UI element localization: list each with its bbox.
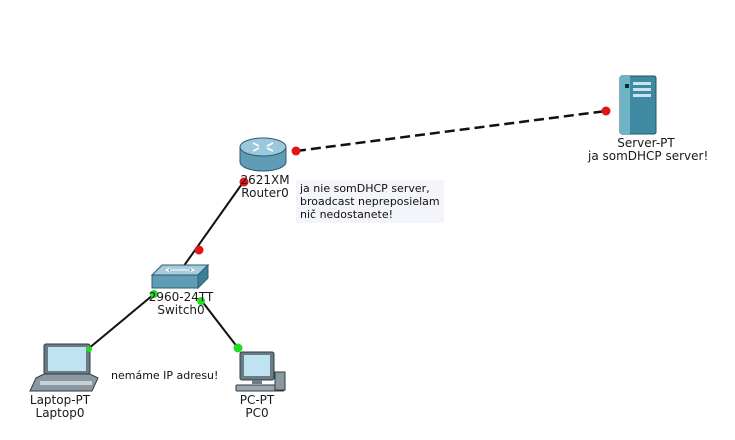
pc-icon[interactable]	[235, 351, 286, 392]
cable-router-switch[interactable]	[175, 180, 245, 278]
pc-name: PC0	[245, 406, 269, 420]
router-name: Router0	[241, 186, 289, 200]
link-status-switch-pc-b	[233, 343, 243, 353]
server-icon[interactable]	[619, 75, 657, 135]
link-status-router-switch-a	[239, 177, 249, 187]
router-model: 2621XM	[240, 173, 290, 187]
router-label: 2621XM Router0	[222, 174, 308, 200]
switch-icon[interactable]	[150, 263, 210, 290]
pc-label: PC-PT PC0	[222, 394, 292, 420]
router-icon[interactable]	[239, 137, 287, 172]
cable-router-server[interactable]	[295, 109, 607, 153]
switch-model: 2960-24TT	[148, 290, 214, 304]
clients-note[interactable]: nemáme IP adresu!	[111, 369, 219, 382]
server-model: Server-PT	[617, 136, 675, 150]
switch-name: Switch0	[157, 303, 205, 317]
laptop-model: Laptop-PT	[29, 393, 91, 407]
link-status-router-server-a	[291, 146, 301, 156]
link-status-router-server-b	[601, 106, 611, 116]
switch-label: 2960-24TT Switch0	[134, 291, 228, 317]
link-status-switch-pc-a	[197, 297, 205, 305]
link-status-switch-laptop-b	[86, 346, 92, 352]
cable-switch-laptop[interactable]	[87, 294, 154, 350]
router-note[interactable]: ja nie somDHCP server, broadcast neprepo…	[296, 180, 444, 223]
laptop-icon[interactable]	[29, 343, 99, 392]
server-name: ja somDHCP server!	[588, 149, 709, 163]
link-status-router-switch-b	[194, 245, 204, 255]
server-label: Server-PT ja somDHCP server!	[588, 136, 709, 163]
pc-model: PC-PT	[239, 393, 275, 407]
laptop-name: Laptop0	[35, 406, 85, 420]
cable-switch-pc[interactable]	[200, 299, 239, 349]
laptop-label: Laptop-PT Laptop0	[20, 394, 100, 420]
link-status-switch-laptop-a	[150, 290, 158, 298]
